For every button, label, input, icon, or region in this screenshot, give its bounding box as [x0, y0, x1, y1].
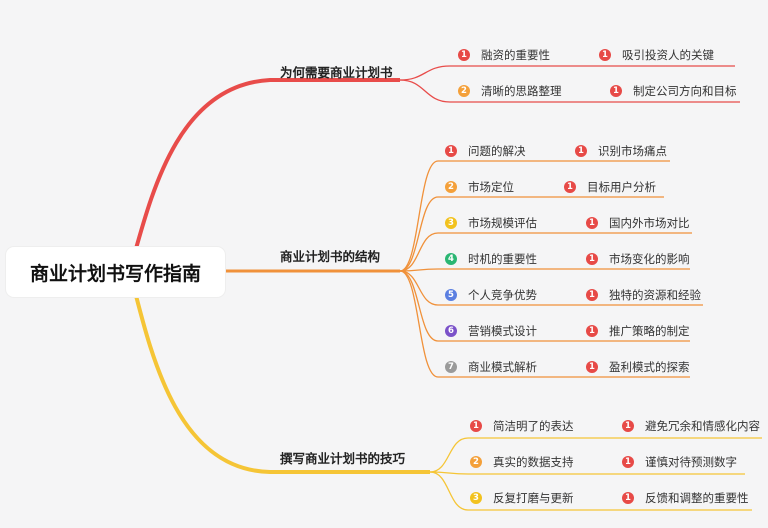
number-badge: 1 [458, 49, 470, 61]
leaf-label: 制定公司方向和目标 [633, 84, 737, 98]
number-badge: 5 [445, 289, 457, 301]
subtopic-label: 真实的数据支持 [493, 455, 574, 469]
subtopic-problem-solving[interactable]: 1 问题的解决 [445, 143, 526, 159]
root-title: 商业计划书写作指南 [29, 262, 201, 285]
leaf-label: 推广策略的制定 [609, 324, 690, 338]
number-badge: 2 [445, 181, 457, 193]
leaf-label: 吸引投资人的关键 [622, 48, 714, 62]
subtopic-label: 市场定位 [468, 180, 514, 194]
subtopic-real-data[interactable]: 2 真实的数据支持 [470, 454, 574, 470]
number-badge: 1 [575, 145, 587, 157]
leaf-company-direction[interactable]: 1 制定公司方向和目标 [610, 83, 737, 99]
leaf-label: 市场变化的影响 [609, 252, 690, 266]
subtopic-label: 个人竞争优势 [468, 288, 537, 302]
number-badge: 1 [586, 253, 598, 265]
leaf-unique-resources[interactable]: 1 独特的资源和经验 [586, 287, 701, 303]
number-badge: 3 [445, 217, 457, 229]
leaf-avoid-redundancy[interactable]: 1 避免冗余和情感化内容 [622, 418, 760, 434]
number-badge: 1 [622, 456, 634, 468]
connector-root-branch-3 [128, 271, 430, 474]
leaf-label: 识别市场痛点 [598, 144, 667, 158]
subtopic-label: 时机的重要性 [468, 252, 537, 266]
leaf-label: 反馈和调整的重要性 [645, 491, 749, 505]
leaf-profit-model[interactable]: 1 盈利模式的探索 [586, 359, 690, 375]
number-badge: 3 [470, 492, 482, 504]
branch-plan-structure[interactable]: 商业计划书的结构 [280, 249, 381, 264]
subtopic-label: 简洁明了的表达 [493, 419, 574, 433]
number-badge: 6 [445, 325, 457, 337]
subtopic-competitive-advantage[interactable]: 5 个人竞争优势 [445, 287, 537, 303]
subtopic-label: 融资的重要性 [481, 48, 550, 62]
number-badge: 7 [445, 361, 457, 373]
subtopic-marketing-design[interactable]: 6 营销模式设计 [445, 323, 537, 339]
number-badge: 2 [470, 456, 482, 468]
leaf-label: 国内外市场对比 [609, 216, 690, 230]
number-badge: 1 [564, 181, 576, 193]
leaf-label: 独特的资源和经验 [609, 288, 701, 302]
subtopic-timing[interactable]: 4 时机的重要性 [445, 251, 537, 267]
branch-why-business-plan[interactable]: 为何需要商业计划书 [280, 65, 393, 80]
connector-root-branch-1 [128, 78, 400, 271]
number-badge: 1 [586, 289, 598, 301]
leaf-promotion-strategy[interactable]: 1 推广策略的制定 [586, 323, 690, 339]
subtopic-label: 市场规模评估 [468, 216, 537, 230]
leaf-label: 避免冗余和情感化内容 [645, 419, 760, 433]
subtopic-clear-thinking[interactable]: 2 清晰的思路整理 [458, 83, 562, 99]
number-badge: 1 [622, 420, 634, 432]
subtopic-concise-expression[interactable]: 1 简洁明了的表达 [470, 418, 574, 434]
number-badge: 1 [470, 420, 482, 432]
number-badge: 1 [599, 49, 611, 61]
subtopic-market-positioning[interactable]: 2 市场定位 [445, 179, 514, 195]
subtopic-label: 清晰的思路整理 [481, 84, 562, 98]
leaf-target-user-analysis[interactable]: 1 目标用户分析 [564, 179, 656, 195]
number-badge: 1 [622, 492, 634, 504]
number-badge: 2 [458, 85, 470, 97]
number-badge: 1 [610, 85, 622, 97]
leaf-label: 目标用户分析 [587, 180, 656, 194]
subtopic-refine-update[interactable]: 3 反复打磨与更新 [470, 490, 574, 506]
subtopic-label: 问题的解决 [468, 144, 526, 158]
subtopic-label: 商业模式解析 [468, 360, 537, 374]
number-badge: 1 [445, 145, 457, 157]
subtopic-financing-importance[interactable]: 1 融资的重要性 [458, 47, 550, 63]
number-badge: 1 [586, 217, 598, 229]
leaf-attract-investors[interactable]: 1 吸引投资人的关键 [599, 47, 714, 63]
root-topic[interactable]: 商业计划书写作指南 [6, 247, 225, 297]
leaf-market-comparison[interactable]: 1 国内外市场对比 [586, 215, 690, 231]
leaf-label: 盈利模式的探索 [609, 360, 690, 374]
leaf-label: 谨慎对待预测数字 [645, 455, 737, 469]
number-badge: 4 [445, 253, 457, 265]
subtopic-market-size[interactable]: 3 市场规模评估 [445, 215, 537, 231]
leaf-market-change-impact[interactable]: 1 市场变化的影响 [586, 251, 690, 267]
number-badge: 1 [586, 361, 598, 373]
subtopic-label: 营销模式设计 [468, 324, 537, 338]
leaf-prediction-caution[interactable]: 1 谨慎对待预测数字 [622, 454, 737, 470]
subtopic-business-model[interactable]: 7 商业模式解析 [445, 359, 537, 375]
subtopic-label: 反复打磨与更新 [493, 491, 574, 505]
branch-writing-tips[interactable]: 撰写商业计划书的技巧 [280, 451, 406, 466]
number-badge: 1 [586, 325, 598, 337]
leaf-market-pain-points[interactable]: 1 识别市场痛点 [575, 143, 667, 159]
leaf-feedback-adjustment[interactable]: 1 反馈和调整的重要性 [622, 490, 749, 506]
